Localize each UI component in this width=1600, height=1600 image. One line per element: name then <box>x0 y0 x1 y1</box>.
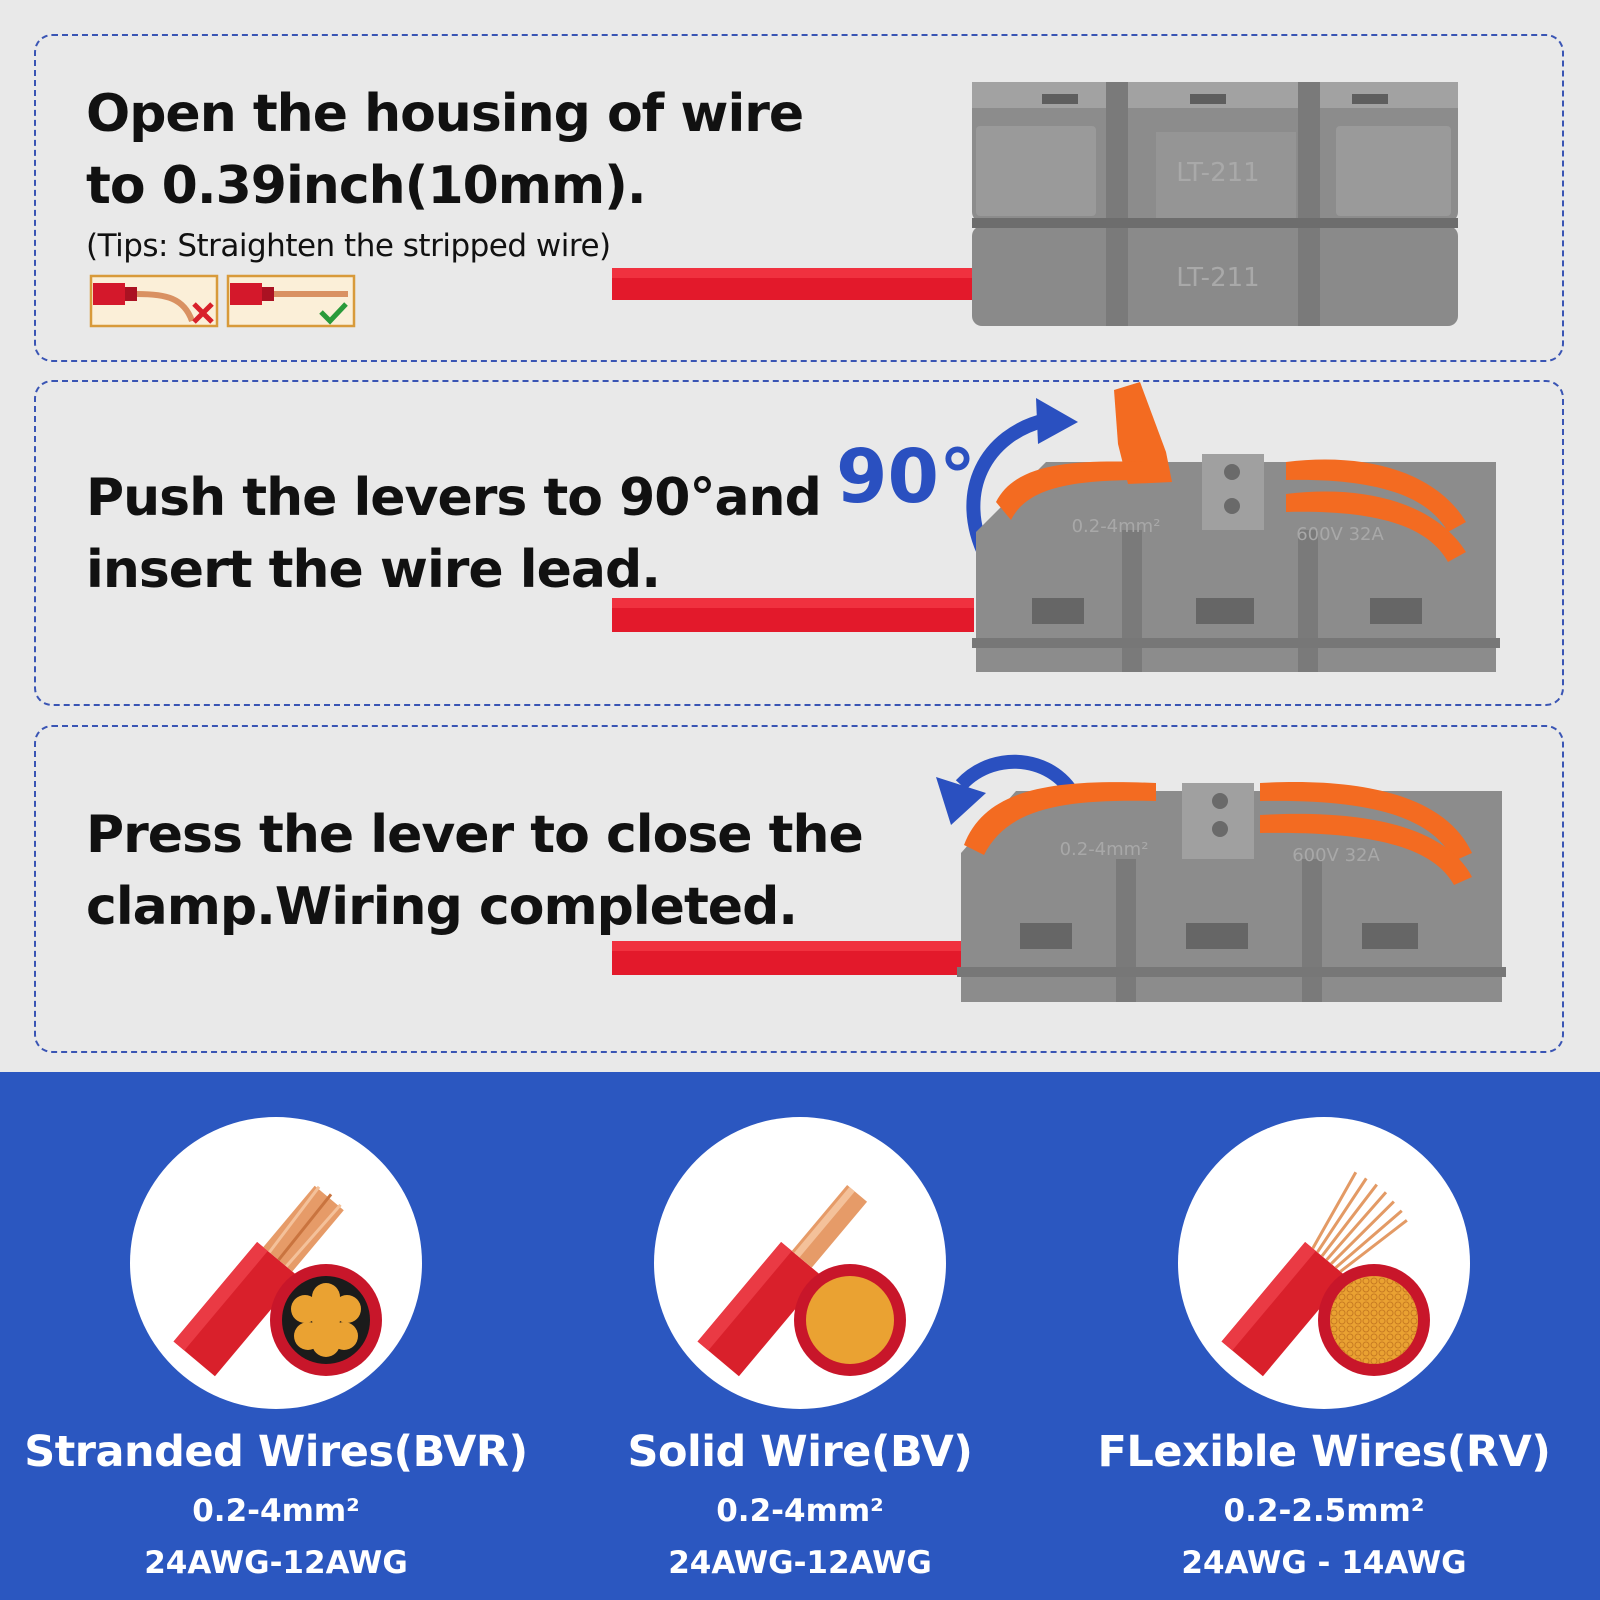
flexible-wire-range: 0.2-2.5mm² <box>1223 1493 1425 1529</box>
wire-card-flexible: FLexible Wires(RV) 0.2-2.5mm² 24AWG - 14… <box>1062 1117 1586 1589</box>
connector-open: 0.2-4mm² 600V 32A <box>972 382 1500 672</box>
step-1-illustration: LT-211 LT-211 <box>89 82 1458 328</box>
model-label-top: LT-211 <box>1176 158 1259 188</box>
step-2-spec-left: 0.2-4mm² <box>1072 516 1161 537</box>
step-1-tips: (Tips: Straighten the stripped wire) <box>86 228 611 264</box>
step-2-line-1: Push the levers to 90°and <box>86 468 822 528</box>
stranded-wire-image <box>130 1117 422 1409</box>
wire-card-stranded: Stranded Wires(BVR) 0.2-4mm² 24AWG-12AWG <box>14 1117 538 1589</box>
step-3-panel: Press the lever to close the clamp.Wirin… <box>34 725 1564 1053</box>
wrong-bend-icon <box>89 274 219 328</box>
step-2-illustration: 0.2-4mm² 600V 32A <box>612 382 1500 672</box>
step-2-line-2: insert the wire lead. <box>86 540 661 600</box>
stranded-wire-awg: 24AWG-12AWG <box>144 1545 408 1581</box>
wire-types-section: Stranded Wires(BVR) 0.2-4mm² 24AWG-12AWG… <box>0 1072 1600 1600</box>
solid-wire-range: 0.2-4mm² <box>716 1493 884 1529</box>
flexible-wire-awg: 24AWG - 14AWG <box>1181 1545 1467 1581</box>
solid-wire-image <box>654 1117 946 1409</box>
step-3-illustration: 0.2-4mm² 600V 32A <box>612 754 1506 1002</box>
step-3-title: Press the lever to close the clamp.Wirin… <box>86 799 864 943</box>
flexible-wire-image <box>1178 1117 1470 1409</box>
step-3-spec-left: 0.2-4mm² <box>1060 839 1149 860</box>
stranded-wire-range: 0.2-4mm² <box>192 1493 360 1529</box>
step-1-line-1: Open the housing of wire <box>86 84 804 144</box>
step-1-line-2: to 0.39inch(10mm). <box>86 156 647 216</box>
step-2-title: Push the levers to 90°and insert the wir… <box>86 462 822 606</box>
wire-card-solid: Solid Wire(BV) 0.2-4mm² 24AWG-12AWG <box>538 1117 1062 1589</box>
model-label-bottom: LT-211 <box>1176 263 1259 293</box>
step-1-title: Open the housing of wire to 0.39inch(10m… <box>86 78 804 222</box>
step-3-spec-right: 600V 32A <box>1292 845 1380 866</box>
stranded-wire-name: Stranded Wires(BVR) <box>24 1427 528 1477</box>
connector-closed: 0.2-4mm² 600V 32A <box>957 781 1506 1002</box>
solid-wire-name: Solid Wire(BV) <box>627 1427 973 1477</box>
correct-straight-icon <box>226 274 356 328</box>
instructions-area: Open the housing of wire to 0.39inch(10m… <box>34 34 1564 1053</box>
step-2-panel: Push the levers to 90°and insert the wir… <box>34 380 1564 706</box>
connector-stack: LT-211 LT-211 <box>972 82 1458 326</box>
step-2-spec-right: 600V 32A <box>1296 524 1384 545</box>
angle-label: 90° <box>836 434 976 520</box>
step-3-line-2: clamp.Wiring completed. <box>86 877 798 937</box>
step-3-line-1: Press the lever to close the <box>86 805 864 865</box>
step-1-panel: Open the housing of wire to 0.39inch(10m… <box>34 34 1564 362</box>
solid-wire-awg: 24AWG-12AWG <box>668 1545 932 1581</box>
flexible-wire-name: FLexible Wires(RV) <box>1097 1427 1551 1477</box>
